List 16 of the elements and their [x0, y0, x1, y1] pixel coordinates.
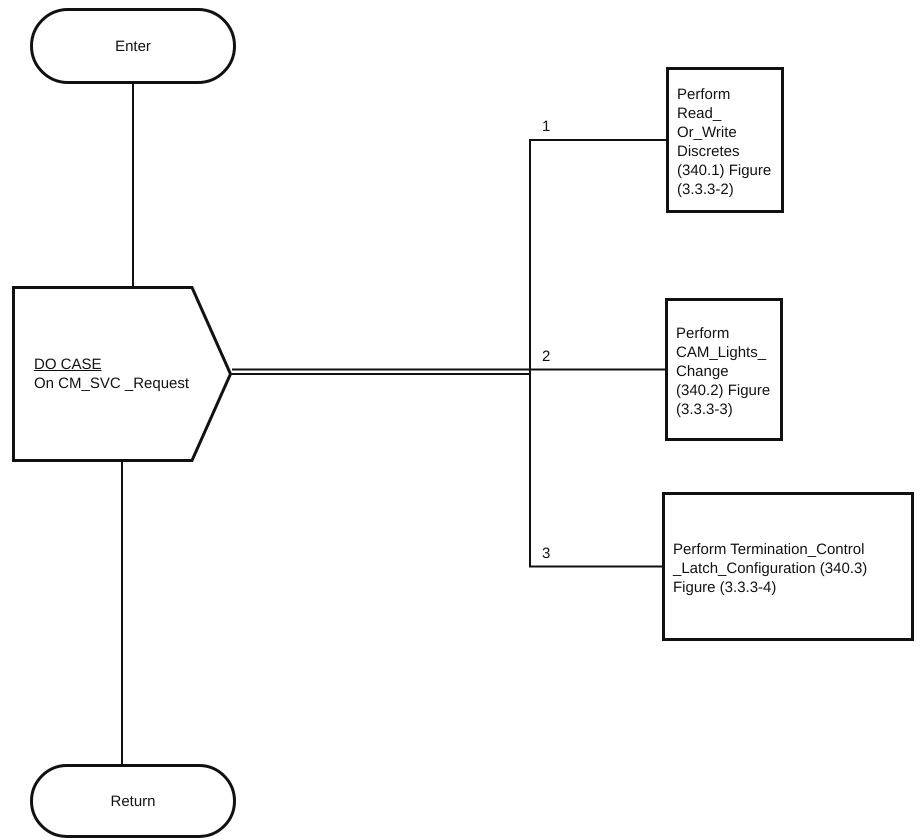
connector-line	[132, 84, 134, 286]
connector-line	[232, 373, 662, 568]
process-box	[665, 298, 783, 441]
process-box	[666, 67, 784, 213]
node-text: Enter	[115, 36, 151, 56]
connector-line	[232, 368, 665, 370]
edge-label: 3	[540, 544, 552, 562]
node-text: Perform CAM_Lights_ Change (340.2) Figure (3.3.3-3)	[676, 324, 772, 419]
node-text: Perform Read_ Or_Write Discretes (340.1) Figure (3.3.3-2)	[677, 85, 772, 199]
case-heading: DO CASE	[34, 355, 103, 374]
process-box	[662, 492, 914, 641]
case-box	[12, 286, 232, 462]
connector-line	[121, 462, 123, 764]
node-text: On CM_SVC _Request	[34, 374, 190, 393]
node-text: Return	[110, 792, 156, 810]
node-text: Perform Termination_Control _Latch_Configuration (340.3) Figure (3.3.3-4)	[673, 540, 868, 597]
